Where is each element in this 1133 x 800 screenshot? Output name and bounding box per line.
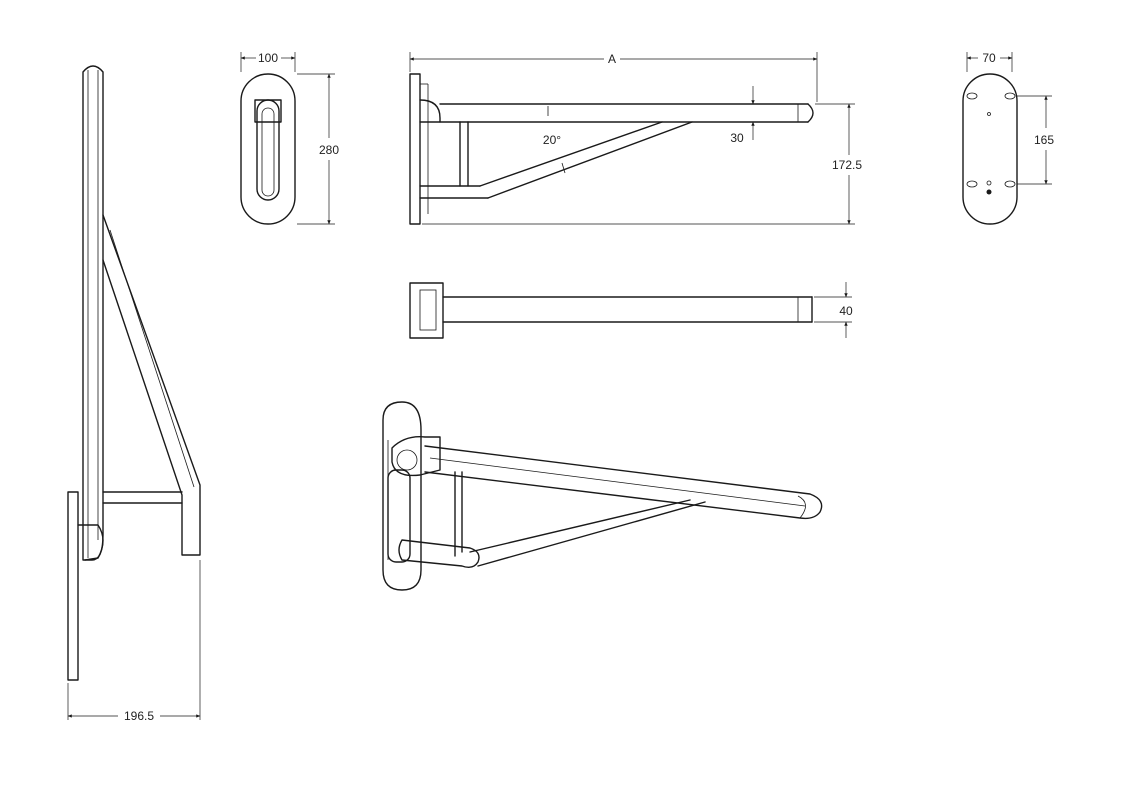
plate-height-label: 280 — [319, 143, 339, 157]
isometric-view — [382, 401, 823, 591]
side-view: 196.5 — [67, 65, 201, 723]
bracket-height-label: 172.5 — [832, 158, 862, 172]
arm-drop-label: 30 — [730, 131, 744, 145]
tube-diameter-label: 40 — [839, 304, 853, 318]
hole-spacing-label: 165 — [1034, 133, 1054, 147]
back-plate-view: 70 165 — [962, 51, 1054, 225]
arm-length-label: A — [608, 52, 616, 66]
front-view: 100 280 — [240, 51, 339, 225]
depth-label: 196.5 — [124, 709, 154, 723]
top-view: 40 — [409, 282, 853, 339]
plate-width-label: 100 — [258, 51, 278, 65]
angle-label: 20° — [543, 133, 561, 147]
elevation-view: 20° 30 A 172.5 — [409, 52, 862, 225]
back-width-label: 70 — [982, 51, 996, 65]
